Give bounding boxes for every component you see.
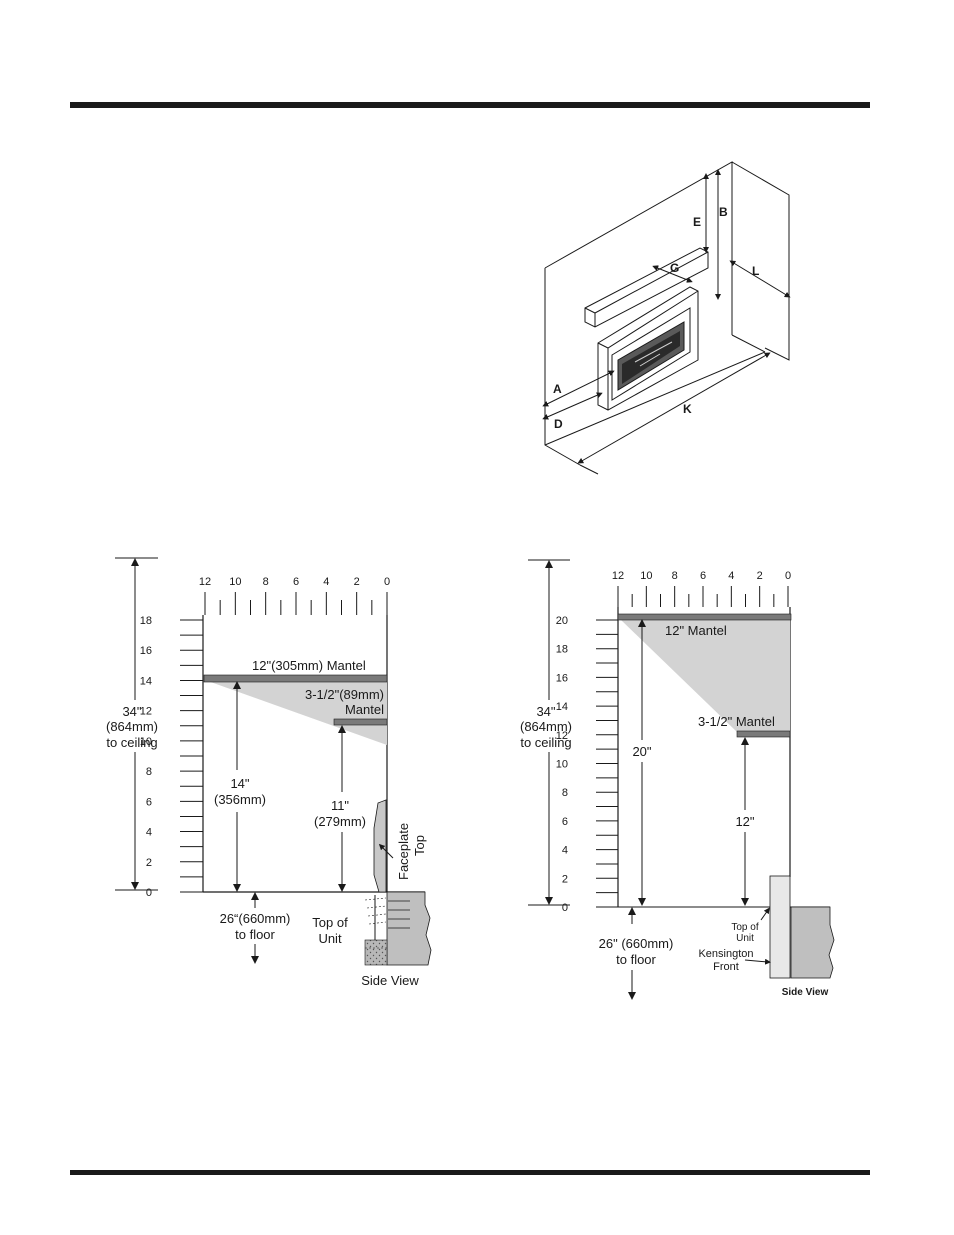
label-a: A [553,382,562,396]
kensington-label-1: Kensington [698,948,753,960]
dim-14-label-2: (356mm) [214,792,266,807]
right-y-tick-label-18: 18 [556,644,568,656]
faceplate-label-1: Faceplate [396,823,411,880]
right-top-unit-label-1: Top of [731,922,758,933]
left-side-view-label: Side View [361,973,419,988]
dim-14-label-1: 14" [230,776,249,791]
label-l: L [752,264,759,278]
right-ceiling-label-1: 34" [536,704,555,719]
right-x-tick-label-12: 12 [612,570,624,582]
right-x-axis: 12 10 8 6 4 2 0 [612,570,791,607]
right-wall-section [790,906,835,979]
left-mantel-35-label-2: Mantel [345,702,384,717]
left-x-tick-label-8: 8 [263,576,269,588]
right-y-tick-label-2: 2 [562,873,568,885]
right-y-tick-label-20: 20 [556,615,568,627]
right-clearance-shade [620,619,790,732]
label-b: B [719,205,728,219]
right-y-tick-label-4: 4 [562,845,568,857]
side-wall-outline [731,161,790,361]
wall-outline [544,161,733,466]
left-x-tick-label-12: 12 [199,576,211,588]
right-y-tick-label-14: 14 [556,701,568,713]
right-x-tick-label-6: 6 [700,570,706,582]
right-ceiling-label-2: (864mm) [520,719,572,734]
left-y-tick-label-10: 10 [140,736,152,748]
right-mantel-12-label: 12" Mantel [665,623,727,638]
right-top-unit-label-2: Unit [736,933,754,944]
label-e: E [693,215,701,229]
left-x-tick-label-6: 6 [293,576,299,588]
left-mantel-35-label-1: 3-1/2"(89mm) [305,687,384,702]
right-y-tick-label-12: 12 [556,730,568,742]
dim-20-label: 20" [632,744,651,759]
left-y-tick-label-18: 18 [140,615,152,627]
faceplate-label-2: Top [412,835,427,856]
right-y-tick-label-8: 8 [562,787,568,799]
top-rule [70,102,870,108]
label-g: G [670,261,679,275]
left-top-unit-label-2: Unit [318,931,342,946]
right-12in-mantel [617,613,792,621]
left-y-tick-label-0: 0 [146,887,152,899]
dimension-d-line [542,392,603,420]
isometric-fireplace-diagram: B E G L A D K [542,161,791,475]
right-mantel-35-label: 3-1/2" Mantel [698,714,775,729]
kensington-front-panel [769,875,791,979]
dimension-k-line [577,352,771,464]
left-y-tick-label-2: 2 [146,857,152,869]
right-x-tick-label-2: 2 [757,570,763,582]
left-mantel-12-label: 12"(305mm) Mantel [252,658,366,673]
right-floor-label-2: to floor [616,952,656,967]
dim-12-label: 12" [735,814,754,829]
left-y-tick-label-6: 6 [146,796,152,808]
left-floor-label-1: 26“(660mm) [220,911,291,926]
left-12in-mantel [203,674,388,683]
left-x-tick-label-4: 4 [323,576,329,588]
ceiling-label-1: 34" [122,704,141,719]
left-y-axis: 18 16 14 12 10 8 6 4 2 0 [140,615,203,899]
left-y-tick-label-14: 14 [140,675,152,687]
ceiling-label-3: to ceiling [106,735,157,750]
left-y-tick-label-8: 8 [146,766,152,778]
right-y-tick-label-10: 10 [556,759,568,771]
right-3-5in-mantel [736,730,791,738]
right-y-tick-label-6: 6 [562,816,568,828]
ceiling-label-2: (864mm) [106,719,158,734]
left-unit-section [364,939,388,966]
left-top-unit-label-1: Top of [312,915,348,930]
left-3-5in-mantel [333,718,388,726]
left-y-tick-label-12: 12 [140,706,152,718]
left-y-tick-label-4: 4 [146,827,152,839]
dim-11-label-2: (279mm) [314,814,366,829]
right-y-tick-label-16: 16 [556,672,568,684]
right-side-view-label: Side View [782,987,829,998]
left-x-tick-label-10: 10 [229,576,241,588]
kensington-label-2: Front [713,961,739,973]
right-x-tick-label-0: 0 [785,570,791,582]
left-floor-label-2: to floor [235,927,275,942]
right-floor-label-1: 26" (660mm) [599,936,674,951]
right-x-tick-label-8: 8 [672,570,678,582]
label-d: D [554,417,563,431]
right-x-tick-label-10: 10 [640,570,652,582]
left-x-tick-label-2: 2 [354,576,360,588]
left-wall-section [386,891,432,966]
dim-11-label-1: 11" [331,798,349,813]
right-x-tick-label-4: 4 [728,570,734,582]
right-ceiling-label-3: to ceiling [520,735,571,750]
left-x-axis: 12 10 8 6 4 2 0 [199,576,390,615]
left-x-tick-label-0: 0 [384,576,390,588]
left-y-tick-label-16: 16 [140,645,152,657]
bottom-rule [70,1170,870,1175]
label-k: K [683,402,692,416]
faceplate [373,799,387,893]
right-y-tick-label-0: 0 [562,902,568,914]
dimension-l-line [729,260,791,298]
dimension-g-line [652,265,693,283]
